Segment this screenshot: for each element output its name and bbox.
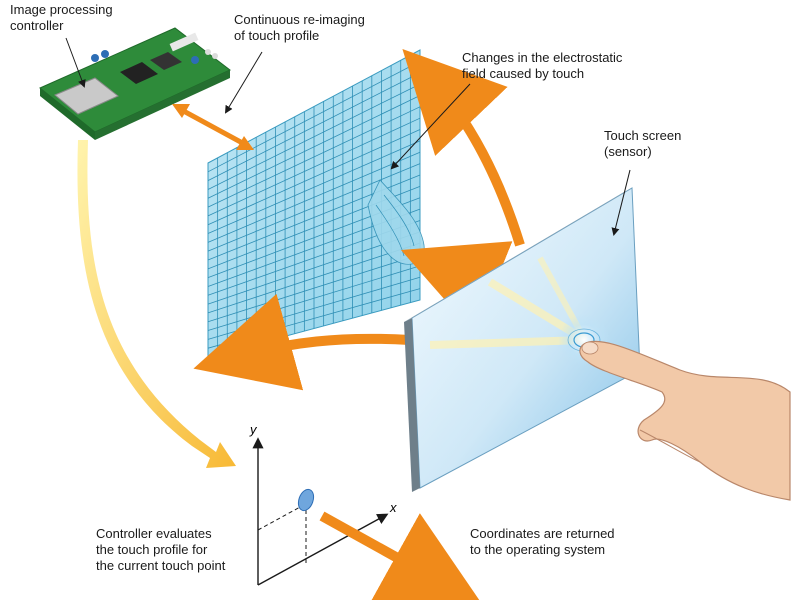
finger-hand (579, 340, 791, 501)
controller-grid-arrow (172, 104, 254, 150)
x-axis-label: x (389, 500, 397, 515)
leader-field-changes (390, 83, 471, 170)
leader-touch-screen (611, 169, 631, 236)
controller-label: Image processing controller (10, 2, 113, 33)
leader-controller (65, 37, 86, 88)
touch-screen-sensor (404, 187, 641, 492)
touch-screen-label: Touch screen (sensor) (604, 128, 682, 159)
leader-reimaging (224, 51, 263, 114)
y-axis-label: y (249, 422, 258, 437)
arrow-screen-to-grid-top (402, 49, 525, 247)
coordinate-graph: y x (249, 422, 397, 586)
arrow-screen-to-grid-bottom (193, 293, 411, 391)
touch-profile-grid (207, 49, 425, 358)
controller-board (39, 27, 231, 140)
field-changes-label: Changes in the electrostatic field cause… (462, 50, 623, 81)
arrow-screen-to-grid-middle (400, 241, 513, 334)
evaluates-label: Controller evaluates the touch profile f… (96, 526, 226, 573)
reimaging-label: Continuous re-imaging of touch profile (234, 12, 365, 43)
controller-to-graph-beam (77, 140, 236, 468)
coordinates-label: Coordinates are returned to the operatin… (470, 526, 615, 557)
coordinates-return-arrow (319, 511, 483, 600)
